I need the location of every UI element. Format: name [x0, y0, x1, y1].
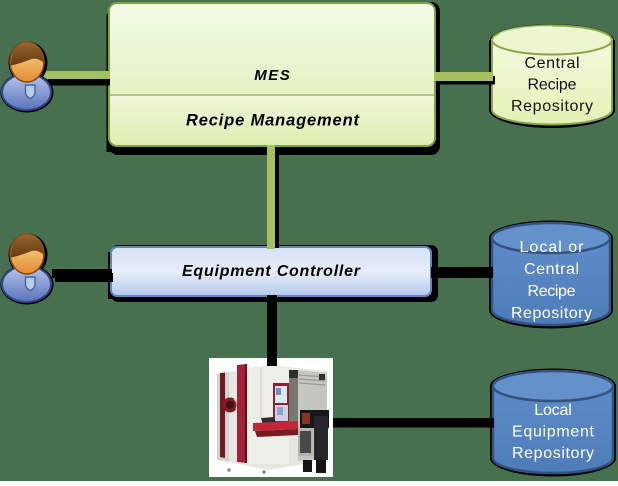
svg-text:Equipment Controller: Equipment Controller — [182, 263, 361, 280]
svg-text:MES: MES — [254, 67, 290, 84]
svg-text:Local or: Local or — [520, 239, 585, 256]
svg-text:Repository: Repository — [512, 445, 594, 462]
svg-text:Recipe Management: Recipe Management — [186, 112, 361, 130]
svg-text:Repository: Repository — [511, 98, 593, 115]
svg-text:Central: Central — [525, 55, 580, 72]
svg-text:Recipe: Recipe — [528, 77, 577, 94]
svg-text:Recipe: Recipe — [528, 283, 576, 300]
svg-text:Equipment: Equipment — [512, 424, 595, 441]
svg-text:Repository: Repository — [511, 305, 592, 322]
svg-text:Central: Central — [524, 261, 579, 278]
svg-text:Local: Local — [534, 402, 572, 419]
